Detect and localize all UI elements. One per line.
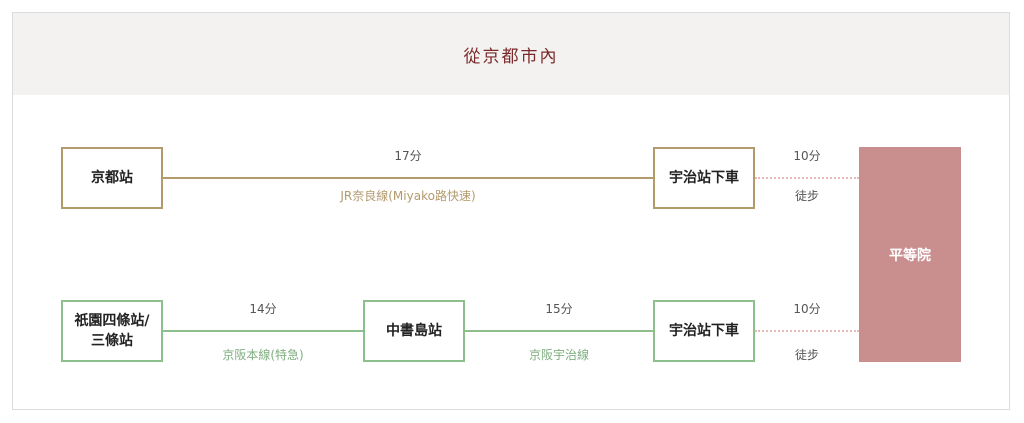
keihan-uji-line-name: 京阪宇治線 [528, 348, 589, 362]
walk-time-1: 10分 [793, 149, 821, 163]
walk-path-2 [755, 330, 859, 332]
keihan-main-time: 14分 [249, 302, 277, 316]
keihan-main-line [163, 330, 363, 332]
station-uji-jr: 宇治站下車 [653, 147, 755, 209]
walk-path-1 [755, 177, 859, 179]
station-chushojima: 中書島站 [363, 300, 465, 362]
route-diagram-frame: 從京都市內 京都站 17分 JR奈良線(Miyako路快速) 宇治站下車 10分… [12, 12, 1010, 410]
station-kyoto-label: 京都站 [91, 170, 133, 186]
destination-label: 平等院 [889, 247, 931, 264]
jr-line-name: JR奈良線(Miyako路快速) [340, 189, 476, 203]
header-bar: 從京都市內 [13, 13, 1009, 95]
keihan-main-line-name: 京阪本線(特急) [222, 348, 304, 362]
station-gion-shijo-label: 祇園四條站/三條站 [74, 313, 150, 349]
station-chushojima-label: 中書島站 [386, 323, 442, 339]
station-gion-shijo: 祇園四條站/三條站 [61, 300, 163, 362]
station-uji-jr-label: 宇治站下車 [669, 170, 739, 186]
jr-travel-time: 17分 [394, 149, 422, 163]
station-uji-keihan: 宇治站下車 [653, 300, 755, 362]
keihan-uji-time: 15分 [545, 302, 573, 316]
walk-label-1: 徒步 [794, 189, 819, 203]
station-uji-keihan-label: 宇治站下車 [669, 323, 739, 339]
jr-nara-line [163, 177, 653, 179]
walk-label-2: 徒步 [794, 348, 819, 362]
station-kyoto: 京都站 [61, 147, 163, 209]
destination-byodoin: 平等院 [859, 147, 961, 362]
keihan-uji-line [465, 330, 653, 332]
page-title: 從京都市內 [463, 46, 559, 67]
walk-time-2: 10分 [793, 302, 821, 316]
